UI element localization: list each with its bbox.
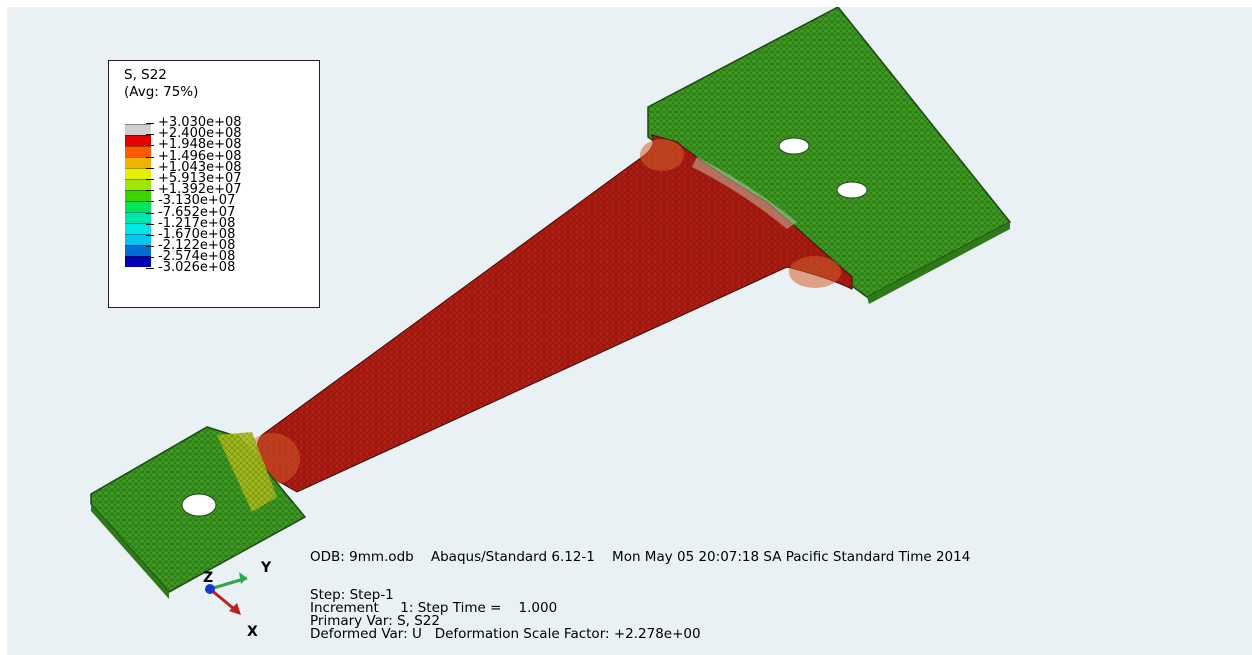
legend-labels: +3.030e+08+2.400e+08+1.948e+08+1.496e+08… (146, 116, 242, 275)
legend-value-label: +5.913e+07 (146, 172, 242, 185)
lower-hole (181, 493, 217, 517)
legend-swatch (125, 223, 151, 234)
legend-color-bar (125, 124, 151, 267)
legend-value-label: -1.670e+08 (146, 228, 242, 241)
legend-value-label: -2.574e+08 (146, 250, 242, 263)
triad-z-label: Z (203, 570, 214, 586)
legend-value-label: +1.496e+08 (146, 149, 242, 163)
legend-value-label: +3.030e+08 (146, 116, 242, 129)
legend-title: S, S22 (124, 67, 167, 83)
step-info: Step: Step-1 (310, 587, 394, 603)
contour-legend[interactable]: S, S22 (Avg: 75%) +3.030e+08+2.400e+08+1… (108, 60, 320, 308)
legend-value-label: -3.026e+08 (146, 261, 242, 275)
legend-value-label: -7.652e+07 (146, 205, 242, 219)
legend-swatch (125, 201, 151, 212)
legend-value-label: -1.217e+08 (146, 217, 242, 230)
fem-model-plot[interactable] (7, 7, 1252, 655)
deformed-var-info: Deformed Var: U Deformation Scale Factor… (310, 626, 701, 642)
coordinate-triad (205, 572, 248, 615)
legend-value-label: +1.043e+08 (146, 161, 242, 174)
legend-value-label: +1.392e+07 (146, 183, 242, 196)
upper-hole-2 (836, 181, 868, 199)
legend-averaging: (Avg: 75%) (124, 84, 199, 100)
legend-swatch (125, 234, 151, 245)
legend-swatch (125, 256, 151, 267)
legend-swatch (125, 135, 151, 146)
upper-hole-1 (778, 137, 810, 155)
legend-value-label: +2.400e+08 (146, 127, 242, 140)
triad-x-label: X (247, 624, 258, 640)
lower-tab (90, 426, 307, 599)
legend-swatch (125, 146, 151, 157)
legend-swatch (125, 124, 151, 135)
legend-swatch (125, 168, 151, 179)
odb-info-line: ODB: 9mm.odb Abaqus/Standard 6.12-1 Mon … (310, 549, 971, 565)
legend-swatch (125, 245, 151, 256)
legend-value-label: +1.948e+08 (146, 138, 242, 151)
triad-y-label: Y (261, 560, 272, 576)
legend-value-label: -3.130e+07 (146, 194, 242, 207)
legend-swatch (125, 157, 151, 168)
legend-value-label: -2.122e+08 (146, 239, 242, 252)
legend-swatch (125, 190, 151, 201)
graphics-viewport[interactable]: S, S22 (Avg: 75%) +3.030e+08+2.400e+08+1… (7, 7, 1252, 655)
upper-tab (647, 7, 1012, 304)
increment-info: Increment 1: Step Time = 1.000 (310, 600, 558, 616)
legend-swatch (125, 212, 151, 223)
legend-swatch (125, 179, 151, 190)
primary-var-info: Primary Var: S, S22 (310, 613, 440, 629)
